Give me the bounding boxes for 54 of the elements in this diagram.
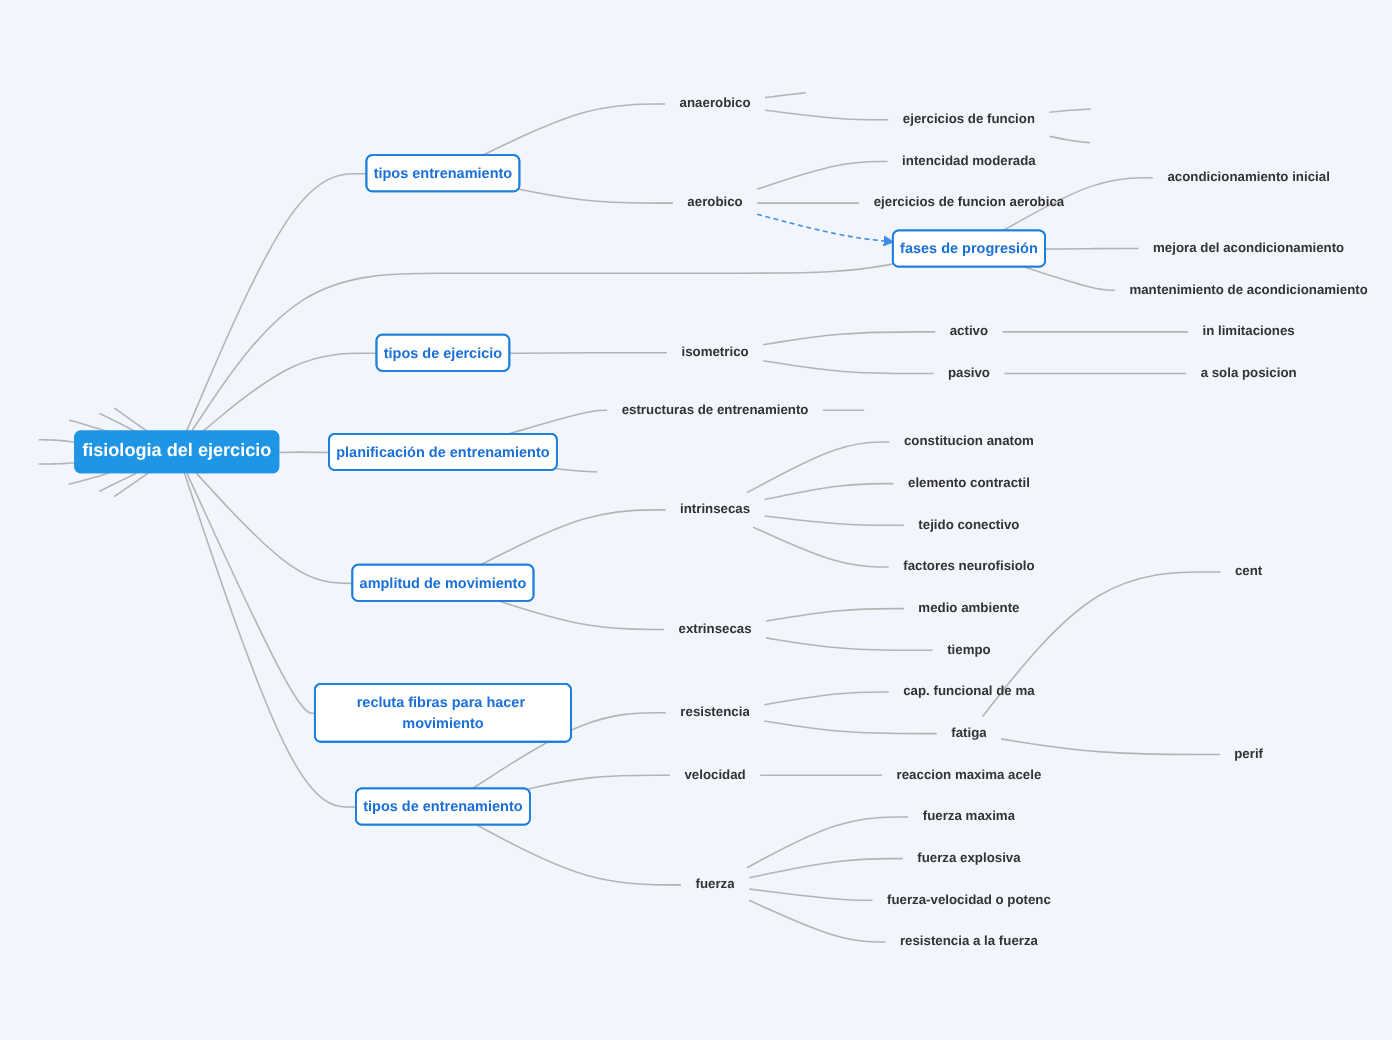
connector — [762, 331, 936, 346]
connector — [201, 352, 378, 433]
connector — [506, 409, 608, 436]
connector — [190, 263, 895, 433]
connector — [763, 482, 895, 501]
connector — [981, 571, 1222, 718]
connector — [68, 419, 110, 433]
connector — [764, 109, 890, 121]
connector — [518, 188, 674, 204]
connector — [1044, 247, 1140, 250]
connector — [113, 472, 149, 498]
connector — [756, 160, 889, 190]
connector — [748, 857, 904, 879]
connector — [746, 441, 891, 494]
connector — [499, 600, 665, 631]
connector — [555, 467, 598, 473]
connector — [37, 462, 77, 465]
connector — [765, 607, 905, 622]
connector — [763, 720, 938, 735]
connector — [37, 439, 77, 444]
connector — [278, 451, 331, 454]
connector — [525, 774, 671, 791]
connector — [822, 409, 865, 412]
connector — [746, 816, 910, 869]
connector — [186, 472, 317, 715]
connector — [762, 359, 935, 375]
connector — [1024, 266, 1116, 291]
connector — [763, 691, 890, 706]
connector — [113, 407, 149, 433]
connector — [98, 412, 137, 433]
connector — [509, 351, 668, 355]
connector — [480, 103, 666, 157]
connector — [759, 774, 883, 777]
connector — [764, 92, 807, 99]
connector — [748, 888, 874, 902]
connector — [1001, 176, 1154, 232]
arrow — [756, 213, 894, 247]
connector — [479, 509, 667, 567]
connector — [98, 472, 137, 493]
connector — [748, 899, 887, 943]
connector — [183, 472, 358, 808]
connector — [1001, 331, 1189, 333]
connector — [756, 202, 860, 204]
connector — [68, 472, 110, 485]
connector — [1003, 372, 1187, 375]
connector — [765, 637, 934, 652]
connector — [1048, 135, 1091, 144]
connector — [752, 526, 890, 568]
connector — [763, 515, 905, 527]
connector — [185, 172, 368, 433]
connector — [476, 824, 682, 886]
connector — [1048, 108, 1092, 113]
connector — [195, 472, 354, 585]
connector — [1000, 738, 1221, 756]
